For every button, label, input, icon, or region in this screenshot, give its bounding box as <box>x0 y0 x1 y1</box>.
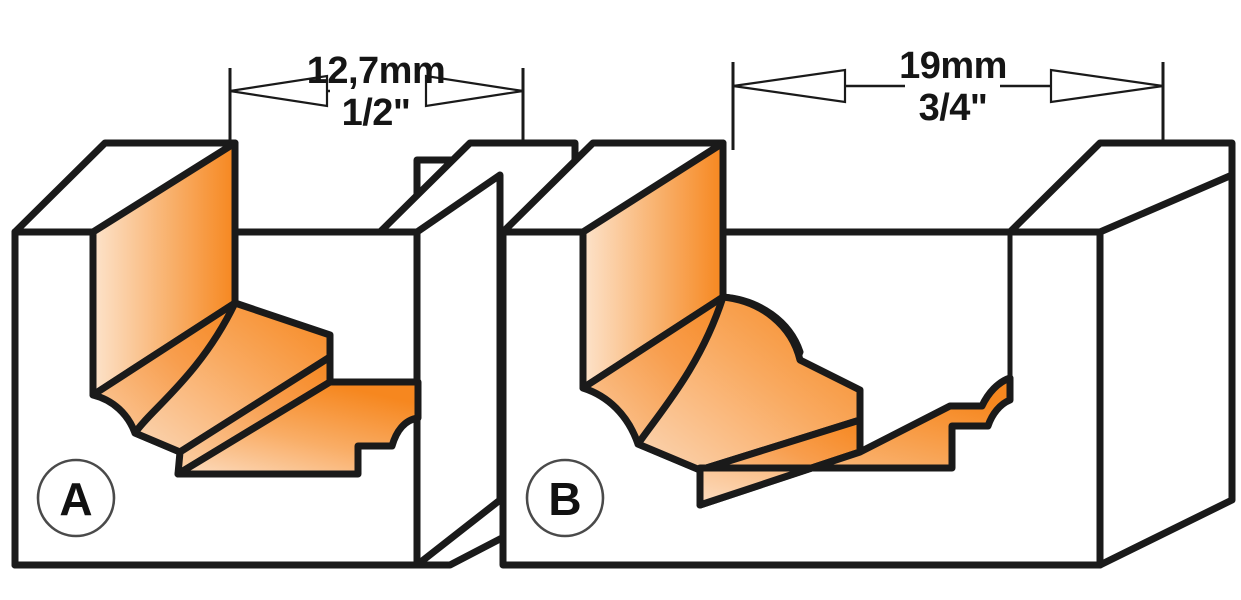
dimension-a-metric: 12,7mm <box>307 50 446 92</box>
specimen-a-label-circle <box>36 458 116 538</box>
specimen-b-step-riser <box>634 293 864 474</box>
dimension-a-imperial: 1/2" <box>342 92 411 134</box>
specimen-b-label-circle <box>525 458 605 538</box>
specimen-b-block: B <box>499 139 1236 569</box>
specimen-a-block: A <box>11 139 579 569</box>
specimen-a-label: A <box>59 473 92 525</box>
dimension-annotation-b: 19mm 3/4" <box>731 45 1165 150</box>
specimen-b-label: B <box>548 473 581 525</box>
specimen-a-right-side-face <box>413 171 504 569</box>
specimen-a-floor-lip-edge <box>355 379 421 477</box>
arrowhead-left-b-icon <box>732 68 847 104</box>
dimension-b-imperial: 3/4" <box>919 87 988 129</box>
specimen-a-step-riser <box>131 299 334 456</box>
arrowhead-left-a-icon <box>229 74 329 108</box>
specimen-b-floor-front-edge <box>697 397 1013 471</box>
arrowhead-right-a-icon <box>424 74 524 108</box>
arrowhead-right-b-icon <box>1049 68 1164 104</box>
specimen-b-right-side-face <box>1096 171 1236 569</box>
dimension-annotation-a: 12,7mm 1/2" <box>228 50 525 152</box>
dimension-b-metric: 19mm <box>899 45 1007 87</box>
